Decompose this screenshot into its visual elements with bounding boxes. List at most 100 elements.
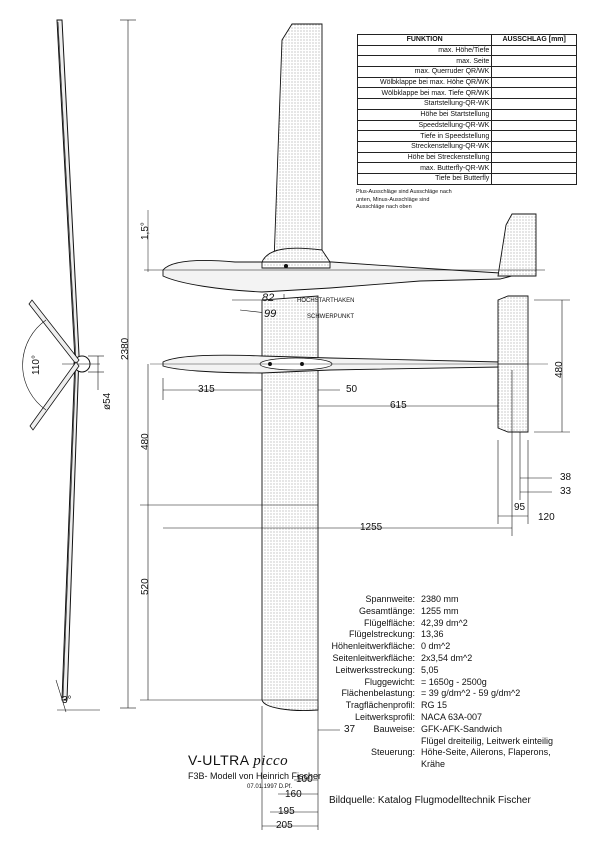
dim-1-5-deg: 1,5° — [140, 222, 151, 240]
spec-row: Leitwerksstreckung:5,05 — [300, 665, 553, 677]
table-note: Plus-Ausschläge sind Ausschläge nach unt… — [356, 189, 476, 212]
table-cell-value — [491, 140, 577, 153]
table-note-line: unten, Minus-Ausschläge sind — [356, 196, 430, 203]
table-header-value: AUSSCHLAG [mm] — [491, 34, 577, 46]
spec-label: Tragflächenprofil: — [345, 700, 415, 711]
label-hochstarthaken: HOCHSTARTHAKEN — [297, 298, 355, 304]
spec-value: 5,05 — [421, 664, 439, 675]
table-note-line: Plus-Ausschläge sind Ausschläge nach — [356, 189, 452, 195]
spec-row: Fluggewicht: = 1650g - 2500g — [300, 677, 553, 689]
table-cell-value — [491, 76, 577, 89]
table-row: Startstellung-QR-WK — [356, 98, 577, 110]
table-cell-function: Wölbklappe bei max. Höhe QR/WK — [356, 76, 493, 89]
table-cell-function: Speedstellung-QR-WK — [356, 119, 493, 132]
dim-120: 120 — [538, 512, 555, 523]
table-cell-function: Höhe bei Startstellung — [356, 108, 493, 121]
spec-value: = 39 g/dm^2 - 59 g/dm^2 — [421, 688, 521, 699]
spec-label: Fluggewicht: — [364, 676, 415, 687]
table-cell-value — [491, 151, 577, 164]
spec-value: 2x3,54 dm^2 — [421, 652, 473, 663]
dim-205: 205 — [276, 820, 293, 831]
spec-label: Gesamtlänge: — [358, 605, 415, 616]
spec-row: Bauweise:GFK-AFK-Sandwich — [300, 724, 553, 736]
spec-value: GFK-AFK-Sandwich — [421, 723, 503, 734]
spec-value: 2380 mm — [421, 594, 459, 604]
table-cell-value — [491, 119, 577, 132]
table-cell-value — [491, 98, 577, 110]
spec-label: Flächenbelastung: — [341, 688, 415, 699]
front-view — [22, 19, 136, 713]
dim-33: 33 — [560, 486, 572, 497]
spec-continuation: Flügel dreiteilig, Leitwerk einteilig — [300, 736, 553, 748]
spec-row: Spannweite:2380 mm — [300, 594, 553, 606]
table-cell-value — [491, 172, 577, 185]
spec-row: Seitenleitwerkfläche: 2x3,54 dm^2 — [300, 653, 553, 665]
table-row: Streckenstellung-QR-WK — [356, 140, 577, 153]
spec-row: Steuerung: Höhe-Seite, Ailerons, Flaperon… — [300, 747, 553, 759]
dim-520: 520 — [140, 578, 151, 595]
dim-480-wing: 480 — [140, 433, 151, 450]
spec-row: Flügelfläche:42,39 dm^2 — [300, 618, 553, 630]
spec-row: Flächenbelastung: = 39 g/dm^2 - 59 g/dm^2 — [300, 688, 553, 700]
table-header-function: FUNKTION — [356, 34, 493, 46]
dimension-lines — [140, 299, 570, 830]
dim-38: 38 — [560, 472, 572, 483]
table-cell-function: Streckenstellung-QR-WK — [356, 140, 493, 153]
spec-label: Leitwerksprofil: — [354, 711, 415, 722]
table-cell-function: max. Seite — [356, 55, 493, 68]
table-cell-function: max. Butterfly-QR-WK — [356, 162, 493, 174]
spec-value: Krähe — [421, 759, 446, 770]
top-view — [150, 295, 548, 711]
table-cell-value — [491, 55, 577, 68]
drawing-date: 07.01.1997 D.Pf. — [247, 784, 293, 790]
dim-54-dia: ø54 — [102, 392, 113, 410]
spec-value: Flügel dreiteilig, Leitwerk einteilig — [421, 735, 554, 746]
table-row: max. Seite — [356, 55, 577, 68]
table-cell-value — [491, 44, 577, 57]
table-header-row: FUNKTION AUSSCHLAG [mm] — [356, 34, 577, 46]
spec-value: NACA 63A-007 — [421, 711, 483, 722]
model-title-italic: picco — [253, 753, 289, 769]
dim-3-deg: 3° — [62, 695, 72, 706]
table-cell-value — [491, 66, 577, 78]
dim-2380: 2380 — [120, 337, 131, 360]
function-table: FUNKTION AUSSCHLAG [mm] max. Höhe/Tiefe … — [356, 34, 577, 185]
table-cell-value — [491, 108, 577, 121]
label-schwerpunkt: SCHWERPUNKT — [307, 314, 355, 320]
table-row: Höhe bei Streckenstellung — [356, 151, 577, 164]
spec-value: 0 dm^2 — [421, 641, 451, 652]
spec-label: Flügelfläche: — [363, 617, 415, 628]
spec-row: Flügelstreckung:13,36 — [300, 629, 553, 641]
table-row: max. Höhe/Tiefe — [356, 44, 577, 57]
table-row: Wölbklappe bei max. Höhe QR/WK — [356, 76, 577, 89]
spec-value: = 1650g - 2500g — [421, 676, 487, 687]
table-cell-function: Höhe bei Streckenstellung — [356, 151, 493, 164]
spec-value: 13,36 — [421, 629, 444, 640]
table-row: Tiefe bei Butterfly — [356, 172, 577, 185]
table-cell-function: max. Höhe/Tiefe — [356, 44, 493, 57]
table-cell-function: max. Querruder QR/WK — [356, 66, 493, 78]
dim-100: 100 — [296, 774, 313, 785]
spec-label: Seitenleitwerkfläche: — [332, 652, 415, 663]
dim-195: 195 — [278, 806, 295, 817]
table-cell-value — [491, 162, 577, 174]
spec-label: Steuerung: — [370, 747, 415, 758]
spec-value: Höhe-Seite, Ailerons, Flaperons, — [421, 747, 551, 758]
dim-1255: 1255 — [360, 522, 383, 533]
model-title: V-ULTRA picco — [188, 752, 288, 770]
table-cell-value — [491, 87, 577, 100]
table-row: Speedstellung-QR-WK — [356, 119, 577, 132]
spec-label: Höhenleitwerkfläche: — [331, 641, 415, 652]
table-cell-function: Tiefe bei Butterfly — [356, 172, 493, 185]
dim-160: 160 — [285, 789, 302, 800]
table-row: Wölbklappe bei max. Tiefe QR/WK — [356, 87, 577, 100]
dim-480-tail: 480 — [554, 361, 565, 378]
spec-row: Tragflächenprofil:RG 15 — [300, 700, 553, 712]
table-row: max. Butterfly-QR-WK — [356, 162, 577, 174]
dim-50: 50 — [346, 384, 358, 395]
table-row: Tiefe in Speedstellung — [356, 130, 577, 142]
table-row: Höhe bei Startstellung — [356, 108, 577, 121]
spec-row: Leitwerksprofil: NACA 63A-007 — [300, 712, 553, 724]
model-subtitle: F3B- Modell von Heinrich Fischer — [188, 771, 322, 781]
